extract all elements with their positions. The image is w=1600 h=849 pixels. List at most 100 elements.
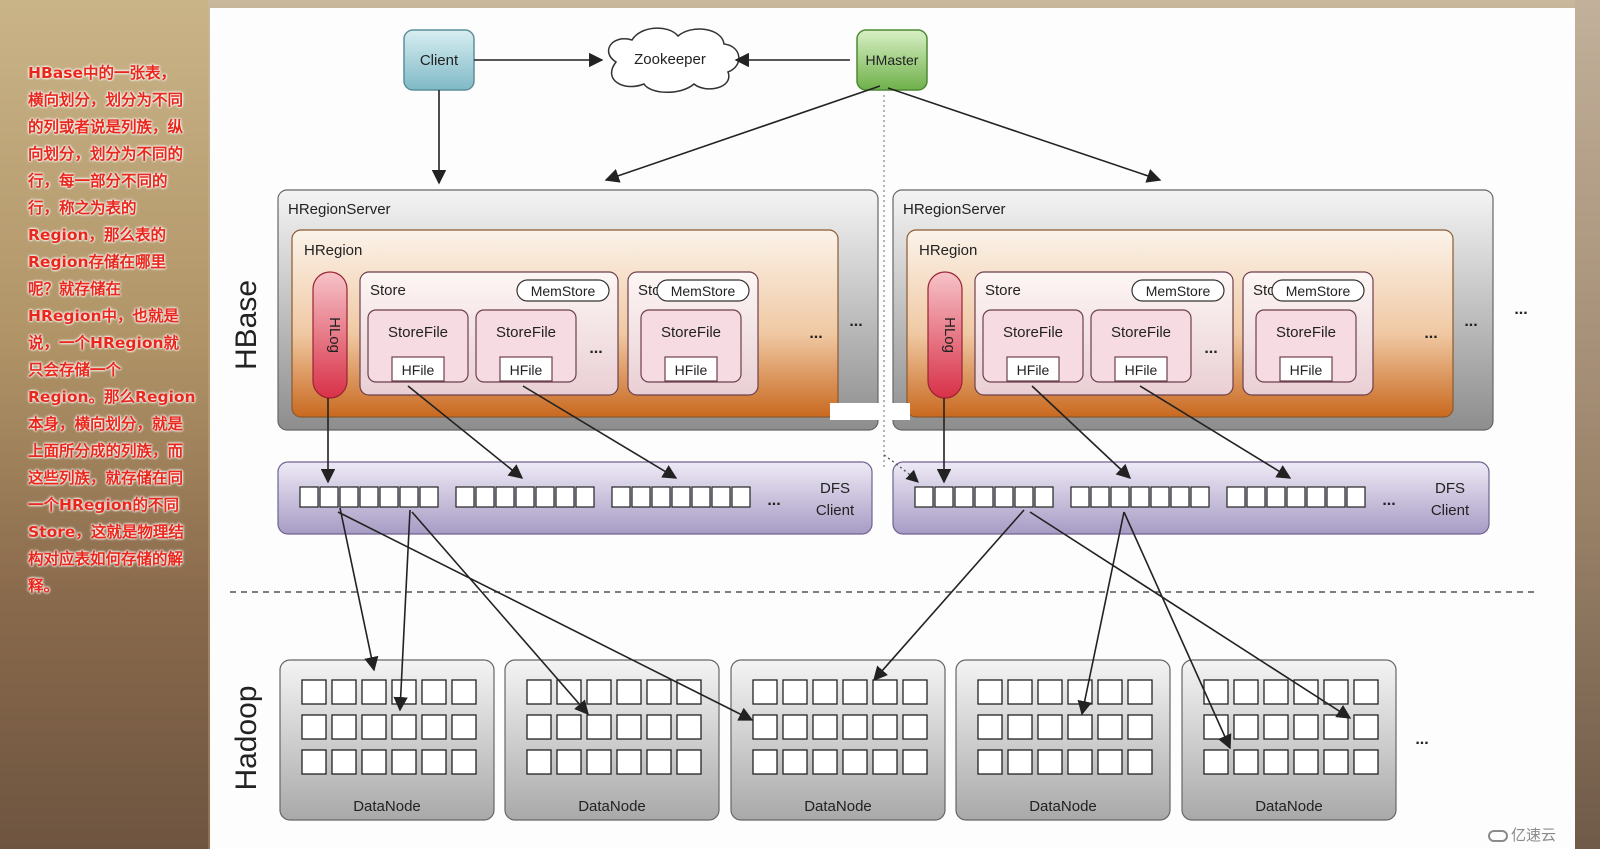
dfs-client-box — [277, 461, 873, 535]
memstore-pill — [1131, 279, 1225, 302]
hlog-label: HLog — [326, 317, 343, 353]
arrow-8 — [522, 385, 678, 479]
memstore-label: MemStore — [531, 283, 596, 299]
datanode-block — [301, 714, 327, 740]
dfs-block — [934, 486, 954, 508]
arrow-4 — [604, 85, 881, 183]
storefile-label: StoreFile — [1276, 324, 1336, 341]
arrow-18 — [1123, 511, 1232, 750]
zookeeper-label: Zookeeper — [634, 51, 706, 68]
datanode-block — [586, 679, 612, 705]
store-ellipsis: ... — [1424, 325, 1437, 342]
region-server-title: HRegionServer — [288, 201, 391, 218]
store-label: Store — [985, 282, 1021, 299]
datanode-block — [782, 679, 808, 705]
datanode-block — [1323, 679, 1349, 705]
datanode-block — [646, 714, 672, 740]
datanode-block — [391, 679, 417, 705]
hfile-box — [499, 356, 553, 382]
datanode-block — [977, 714, 1003, 740]
dfs-block — [651, 486, 671, 508]
datanode-block — [301, 749, 327, 775]
dfs-label-line2: Client — [1431, 502, 1470, 519]
dfs-block — [555, 486, 575, 508]
datanode-block — [616, 714, 642, 740]
dfs-block — [379, 486, 399, 508]
dfs-label-line1: DFS — [820, 480, 850, 497]
storefile-label: StoreFile — [388, 324, 448, 341]
dfs-block — [419, 486, 439, 508]
dfs-block — [631, 486, 651, 508]
dfs-block — [611, 486, 631, 508]
datanode-block — [1097, 714, 1123, 740]
server-ellipsis: ... — [1514, 301, 1527, 318]
hfile-box — [1279, 356, 1333, 382]
datanode-block — [1233, 679, 1259, 705]
datanode-block — [1263, 679, 1289, 705]
datanode-4: DataNode — [955, 659, 1171, 821]
datanode-block — [812, 749, 838, 775]
datanode-block — [842, 679, 868, 705]
region-server-title: HRegionServer — [903, 201, 1006, 218]
datanode-block — [616, 749, 642, 775]
dfs-block — [1266, 486, 1286, 508]
datanode-block — [977, 749, 1003, 775]
dfs-block — [671, 486, 691, 508]
dfs-block — [495, 486, 515, 508]
datanode-block — [1323, 714, 1349, 740]
datanode-block — [451, 679, 477, 705]
datanode-block — [676, 749, 702, 775]
datanode-block — [1007, 714, 1033, 740]
datanode-block — [1233, 749, 1259, 775]
dfs-block — [1246, 486, 1266, 508]
datanode-block — [1127, 714, 1153, 740]
datanode-block — [1037, 679, 1063, 705]
arrow-7 — [407, 385, 524, 479]
datanode-block — [872, 749, 898, 775]
hfile-box — [664, 356, 718, 382]
datanode-5: DataNode — [1181, 659, 1397, 821]
datanode-block — [782, 714, 808, 740]
arrow-13 — [393, 509, 411, 712]
dfs-block — [1150, 486, 1170, 508]
datanode-block — [1097, 679, 1123, 705]
dfs-block — [711, 486, 731, 508]
datanode-block — [1203, 679, 1229, 705]
arrow-15 — [337, 511, 754, 721]
region-ellipsis: ... — [1464, 313, 1477, 330]
datanode-label: DataNode — [804, 798, 872, 815]
hfile-box — [1114, 356, 1168, 382]
hfile-label: HFile — [1125, 362, 1158, 378]
datanode-block — [1263, 749, 1289, 775]
dfs-block — [455, 486, 475, 508]
datanode-block — [842, 749, 868, 775]
dfs-block — [994, 486, 1014, 508]
storefile-label: StoreFile — [1111, 324, 1171, 341]
datanode-block — [1293, 714, 1319, 740]
datanode-2: DataNode — [504, 659, 720, 821]
datanode-block — [1353, 679, 1379, 705]
datanode-block — [331, 679, 357, 705]
datanode-block — [1037, 714, 1063, 740]
dfs-block — [1286, 486, 1306, 508]
watermark-text: 亿速云 — [1511, 826, 1557, 844]
left-background — [0, 0, 208, 849]
datanode-block — [646, 679, 672, 705]
dfs-block — [731, 486, 751, 508]
storefile-ellipsis: ... — [1204, 340, 1217, 357]
datanode-block — [556, 749, 582, 775]
dfs-block-ellipsis: ... — [1382, 492, 1395, 509]
datanode-label: DataNode — [353, 798, 421, 815]
datanode-block — [1097, 749, 1123, 775]
datanode-ellipsis: ... — [1415, 731, 1428, 748]
hlog-box — [312, 271, 348, 399]
datanode-block — [391, 749, 417, 775]
memstore-label: MemStore — [1286, 283, 1351, 299]
